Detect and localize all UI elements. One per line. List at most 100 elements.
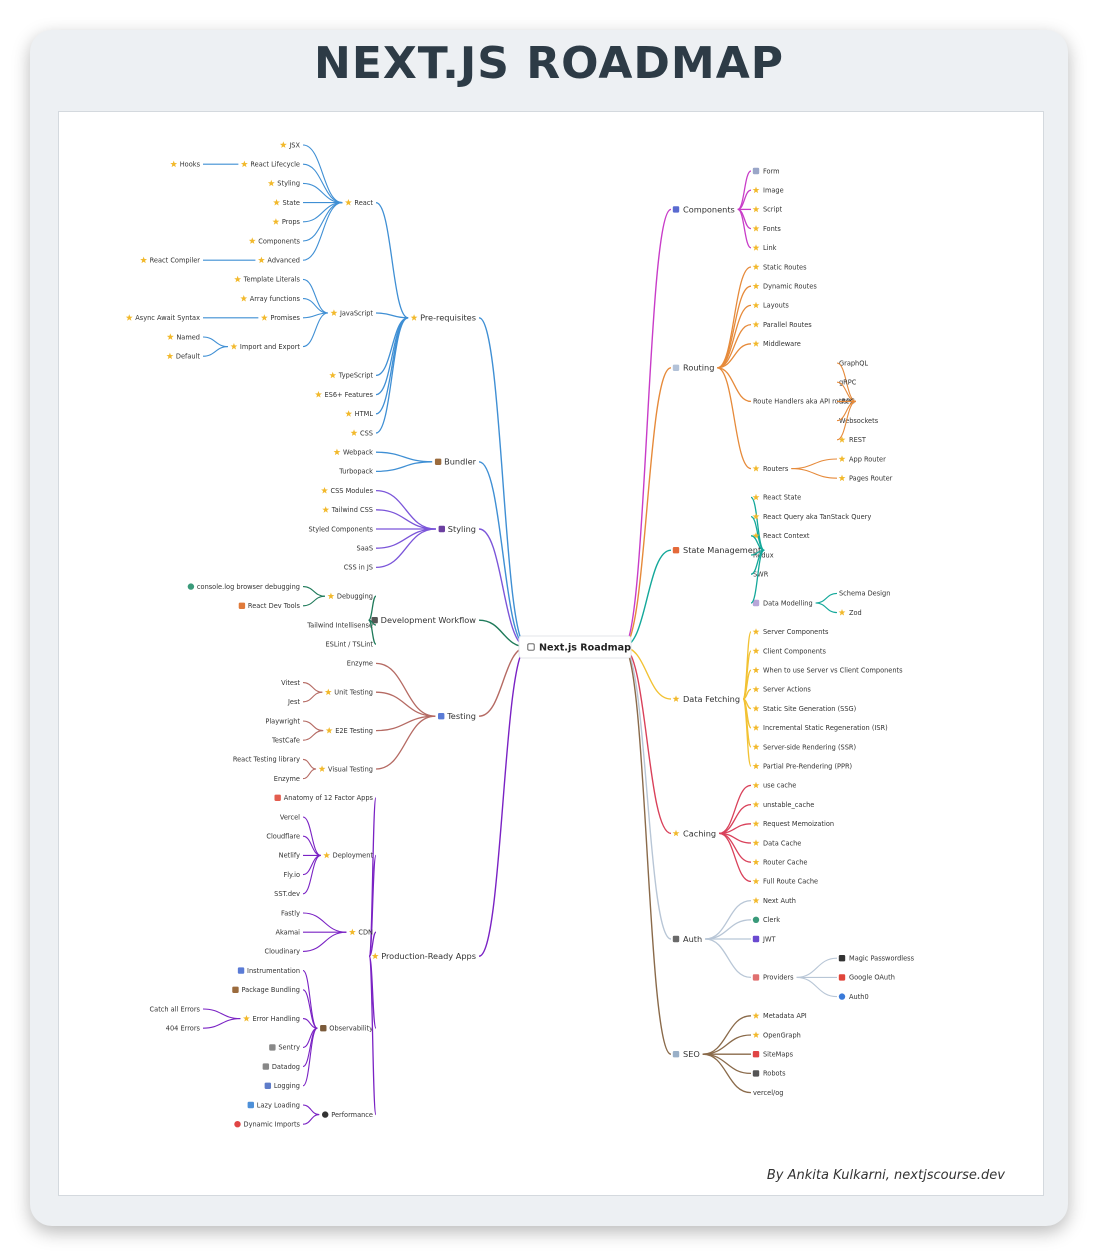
node-production-ready-apps: Production-Ready Apps <box>381 951 476 961</box>
node-playwright: Playwright <box>265 717 300 725</box>
connector <box>375 451 433 463</box>
star-icon <box>752 1012 760 1019</box>
globe-icon <box>752 916 760 923</box>
node-router-cache: Router Cache <box>763 859 807 867</box>
connector <box>702 1053 752 1094</box>
connector <box>302 816 321 856</box>
star-icon <box>325 727 333 734</box>
node-fastly: Fastly <box>281 909 300 917</box>
star-icon <box>752 685 760 693</box>
star-icon <box>323 851 331 859</box>
node-akamai: Akamai <box>275 929 300 937</box>
node-tailwind-intellisense: Tailwind Intellisense <box>306 621 373 629</box>
root-label: Next.js Roadmap <box>539 643 631 654</box>
red-dot-icon <box>234 1121 241 1128</box>
star-icon <box>752 705 760 712</box>
connector <box>791 458 838 470</box>
star-icon <box>267 179 275 187</box>
connector <box>375 662 436 717</box>
node-package-bundling: Package Bundling <box>241 986 300 994</box>
connector <box>375 312 409 319</box>
node-error-handling: Error Handling <box>252 1015 300 1023</box>
root-box <box>518 635 632 659</box>
node-webpack: Webpack <box>343 449 373 457</box>
connector <box>302 691 323 703</box>
star-icon <box>752 186 760 194</box>
node-rest: REST <box>849 436 867 444</box>
glasses-icon <box>269 1044 276 1051</box>
node-template-literals: Template Literals <box>243 276 301 284</box>
node-css: CSS <box>360 429 373 437</box>
node-schema-design: Schema Design <box>839 590 890 598</box>
connector <box>302 595 325 607</box>
connector <box>622 646 672 1055</box>
connector <box>791 468 838 479</box>
star-icon <box>752 724 760 731</box>
node-parallel-routes: Parallel Routes <box>763 321 812 329</box>
node-caching: Caching <box>683 828 716 838</box>
connector <box>302 586 325 597</box>
connector <box>815 602 838 614</box>
star-icon <box>240 295 248 302</box>
connector <box>705 938 752 979</box>
node-es6-features: ES6+ Features <box>324 391 373 399</box>
connector <box>717 266 752 369</box>
node-saas: SaaS <box>357 545 373 553</box>
connector <box>368 931 377 957</box>
node-script: Script <box>763 206 783 214</box>
connector <box>702 1015 752 1055</box>
star-icon <box>752 839 760 846</box>
node-graphql: GraphQL <box>839 359 868 367</box>
star-icon <box>348 928 356 936</box>
connector <box>702 1034 752 1055</box>
star-icon <box>752 820 760 827</box>
star-icon <box>279 141 287 148</box>
node-javascript: JavaScript <box>339 309 373 317</box>
node-seo: SEO <box>683 1049 700 1059</box>
connector <box>815 592 838 604</box>
node-zod: Zod <box>849 609 862 617</box>
star-icon <box>258 256 265 264</box>
star-icon <box>752 513 760 520</box>
node-react-lifecycle: React Lifecycle <box>250 161 300 169</box>
star-icon <box>752 225 760 232</box>
connector <box>375 317 409 396</box>
connector <box>302 682 323 693</box>
node-hooks: Hooks <box>180 161 201 169</box>
star-icon <box>838 474 846 482</box>
connector <box>375 528 436 569</box>
connector <box>302 768 317 780</box>
connector <box>202 336 228 348</box>
node-auth0: Auth0 <box>849 993 869 1001</box>
connector <box>796 976 838 998</box>
connector <box>202 1008 241 1020</box>
star-icon <box>752 762 760 770</box>
connector <box>302 144 343 204</box>
connector <box>622 646 672 940</box>
star-icon <box>752 263 760 270</box>
flask-icon <box>438 713 445 720</box>
node-react-query-aka-tanstack-query: React Query aka TanStack Query <box>763 513 871 521</box>
star-icon <box>330 309 338 316</box>
connector <box>302 312 329 348</box>
node-dynamic-routes: Dynamic Routes <box>763 283 817 291</box>
paint-icon <box>438 525 445 533</box>
node-providers: Providers <box>763 974 794 982</box>
star-icon <box>329 371 337 379</box>
star-icon <box>234 275 242 283</box>
star-icon <box>752 321 760 328</box>
connector <box>622 367 672 648</box>
connector <box>302 1104 320 1116</box>
connector <box>742 631 752 700</box>
connector <box>302 1114 320 1125</box>
node-eslint-tslint: ESLint / TSLint <box>325 641 373 649</box>
node-clerk: Clerk <box>763 916 780 924</box>
connector <box>478 317 528 648</box>
node-netlify: Netlify <box>279 852 300 860</box>
connector <box>717 343 752 369</box>
star-icon <box>324 688 332 696</box>
star-icon <box>838 455 846 462</box>
connector <box>302 854 321 895</box>
node-lazy-loading: Lazy Loading <box>257 1101 300 1109</box>
star-icon <box>166 352 174 360</box>
